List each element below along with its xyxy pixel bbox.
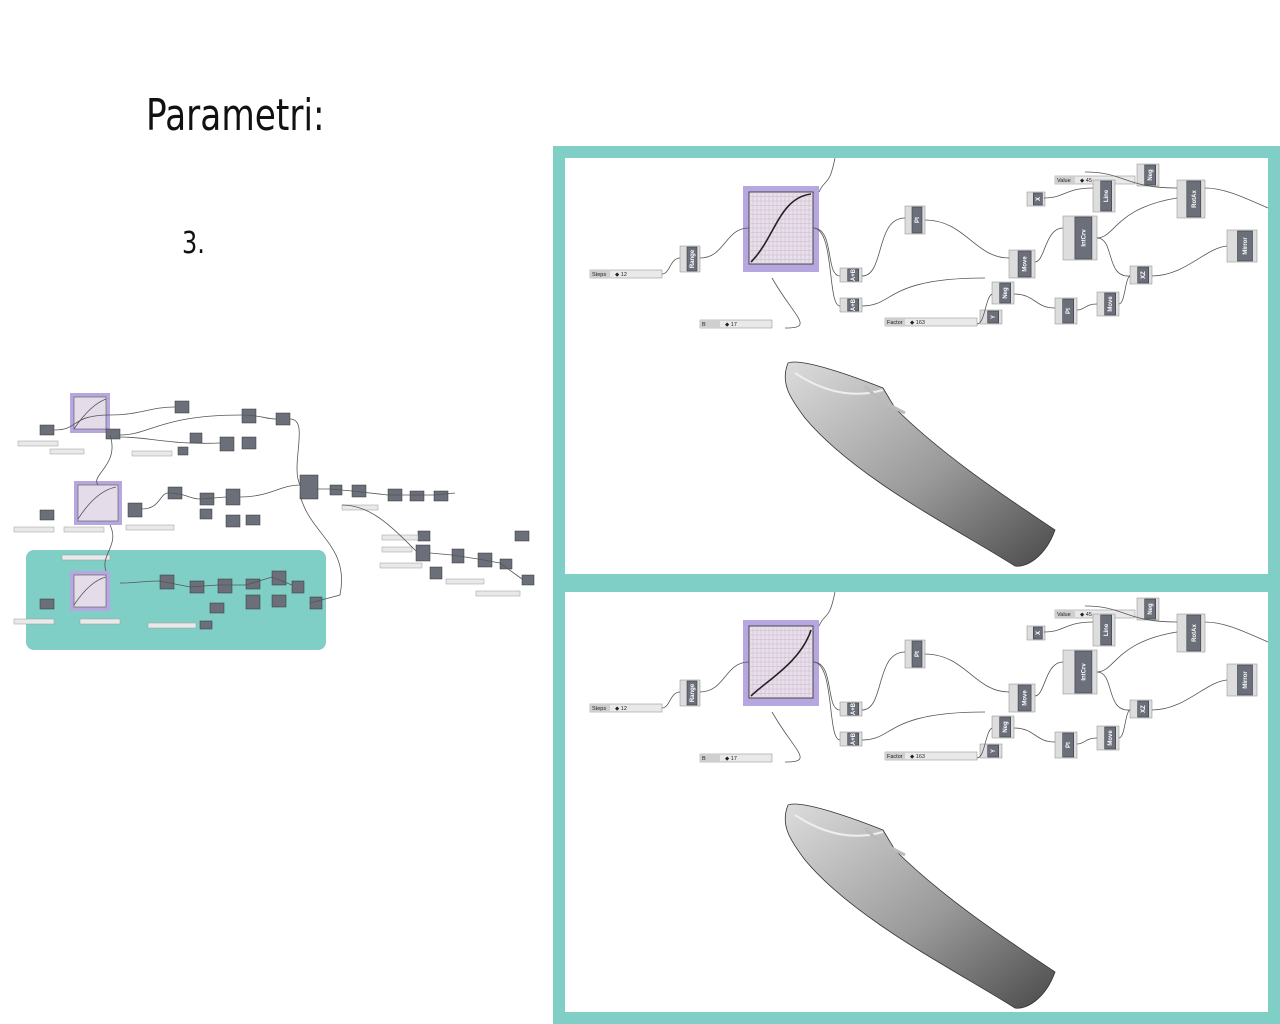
svg-text:Pt: Pt xyxy=(915,217,921,223)
hull-render xyxy=(784,803,1056,1009)
svg-text:XZ: XZ xyxy=(1141,271,1147,279)
svg-text:IntCrv: IntCrv xyxy=(1081,663,1087,681)
svg-text:Y: Y xyxy=(991,315,997,319)
slider-label: B xyxy=(702,322,706,328)
svg-text:A+B: A+B xyxy=(851,298,857,311)
svg-text:Mirror: Mirror xyxy=(1243,237,1249,255)
svg-text:Neg: Neg xyxy=(1148,603,1154,615)
svg-text:Y: Y xyxy=(991,749,997,753)
slider-label: Value xyxy=(1057,178,1071,184)
svg-text:Move: Move xyxy=(1023,256,1029,272)
svg-text:XZ: XZ xyxy=(1141,705,1147,713)
svg-text:Pt: Pt xyxy=(915,651,921,657)
svg-text:Mirror: Mirror xyxy=(1243,671,1249,689)
svg-text:Move: Move xyxy=(1108,730,1114,746)
svg-text:IntCrv: IntCrv xyxy=(1081,229,1087,247)
slider-label: Factor xyxy=(887,320,903,326)
slider-label: Steps xyxy=(592,706,606,712)
slider-value: ◆ 12 xyxy=(615,706,627,712)
svg-text:A+B: A+B xyxy=(851,268,857,281)
svg-text:Pt: Pt xyxy=(1066,742,1072,748)
svg-text:Range: Range xyxy=(690,683,696,702)
step-number: 3. xyxy=(182,226,205,261)
svg-text:A+B: A+B xyxy=(851,702,857,715)
svg-text:Move: Move xyxy=(1023,690,1029,706)
svg-text:Neg: Neg xyxy=(1148,169,1154,181)
svg-text:Line: Line xyxy=(1104,189,1110,202)
slider-label: Steps xyxy=(592,272,606,278)
svg-text:Range: Range xyxy=(690,249,696,268)
svg-text:Neg: Neg xyxy=(1003,287,1009,299)
slider-value: ◆ 163 xyxy=(910,320,925,326)
svg-text:Move: Move xyxy=(1108,296,1114,312)
definition-overview xyxy=(10,385,545,655)
svg-text:Line: Line xyxy=(1104,623,1110,636)
svg-text:Neg: Neg xyxy=(1003,721,1009,733)
slider-value: ◆ 45 xyxy=(1080,612,1092,618)
slider-label: Value xyxy=(1057,612,1071,618)
svg-text:X: X xyxy=(1036,631,1042,635)
svg-text:A+B: A+B xyxy=(851,732,857,745)
slider-value: ◆ 12 xyxy=(615,272,627,278)
slider-value: ◆ 17 xyxy=(725,756,737,762)
svg-text:RotAx: RotAx xyxy=(1192,190,1198,208)
slider-value: ◆ 45 xyxy=(1080,178,1092,184)
slider-value: ◆ 17 xyxy=(725,322,737,328)
hull-render xyxy=(784,361,1056,567)
slider-value: ◆ 163 xyxy=(910,754,925,760)
slider-label: Factor xyxy=(887,754,903,760)
slider-label: B xyxy=(702,756,706,762)
page-title: Parametri: xyxy=(146,90,325,141)
svg-text:Pt: Pt xyxy=(1066,308,1072,314)
svg-text:X: X xyxy=(1036,197,1042,201)
svg-text:RotAx: RotAx xyxy=(1192,624,1198,642)
